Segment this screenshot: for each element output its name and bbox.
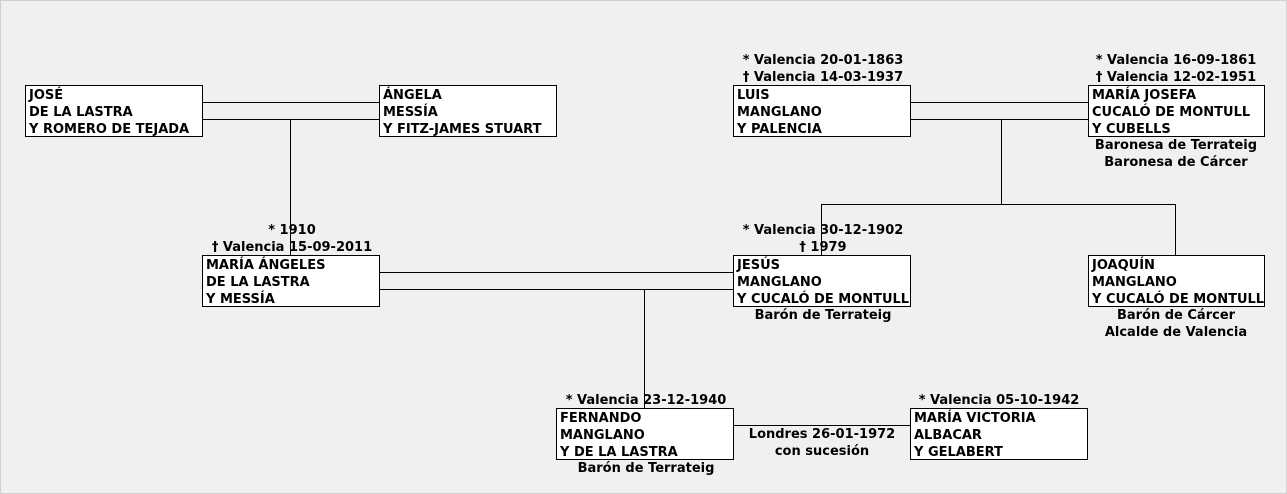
person-name-line: ALBACAR xyxy=(914,428,982,443)
person-name-line: MARÍA ÁNGELES xyxy=(206,258,326,273)
person-name-line: Y ROMERO DE TEJADA xyxy=(29,122,190,137)
death-jesus: † 1979 xyxy=(799,240,847,255)
birth-jesus: * Valencia 30-12-1902 xyxy=(742,223,904,238)
person-name-line: Y CUBELLS xyxy=(1092,122,1171,137)
person-box-fernando: FERNANDO MANGLANO Y DE LA LASTRA xyxy=(556,408,734,460)
death-maria-josefa: † Valencia 12-02-1951 xyxy=(1095,70,1257,85)
person-name-line: JOAQUÍN xyxy=(1092,258,1155,273)
marriage-note: con sucesión xyxy=(774,444,870,459)
person-name-line: MANGLANO xyxy=(737,275,822,290)
person-name-line: Y CUCALÓ DE MONTULL xyxy=(1092,292,1265,307)
marriage-place-date: Londres 26-01-1972 xyxy=(748,427,896,442)
birth-maria-angeles: * 1910 xyxy=(268,223,316,238)
person-box-jesus: JESÚS MANGLANO Y CUCALÓ DE MONTULL xyxy=(733,255,911,307)
person-name-line: Y MESSÍA xyxy=(206,292,275,307)
person-box-joaquin: JOAQUÍN MANGLANO Y CUCALÓ DE MONTULL xyxy=(1088,255,1265,307)
person-name-line: MANGLANO xyxy=(560,428,645,443)
person-name-line: FERNANDO xyxy=(560,411,642,426)
birth-maria-josefa: * Valencia 16-09-1861 xyxy=(1095,53,1257,68)
person-name-line: Y PALENCIA xyxy=(737,122,822,137)
person-name-line: Y DE LA LASTRA xyxy=(560,445,678,460)
person-box-angela: ÁNGELA MESSÍA Y FITZ-JAMES STUART xyxy=(379,85,557,137)
person-name-line: CUCALÓ DE MONTULL xyxy=(1092,105,1251,120)
person-name-line: LUIS xyxy=(737,88,770,103)
person-name-line: MESSÍA xyxy=(383,105,438,120)
person-name-line: Y CUCALÓ DE MONTULL xyxy=(737,292,910,307)
title-maria-josefa-1: Baronesa de Terrateig xyxy=(1094,138,1258,153)
title-maria-josefa-2: Baronesa de Cárcer xyxy=(1104,155,1248,170)
person-box-maria-angeles: MARÍA ÁNGELES DE LA LASTRA Y MESSÍA xyxy=(202,255,380,307)
person-box-maria-victoria: MARÍA VICTORIA ALBACAR Y GELABERT xyxy=(910,408,1088,460)
birth-maria-victoria: * Valencia 05-10-1942 xyxy=(918,393,1080,408)
death-luis: † Valencia 14-03-1937 xyxy=(742,70,904,85)
title-joaquin-2: Alcalde de Valencia xyxy=(1104,325,1248,340)
birth-fernando: * Valencia 23-12-1940 xyxy=(565,393,727,408)
person-name-line: MARÍA VICTORIA xyxy=(914,411,1036,426)
person-name-line: JOSÉ xyxy=(29,88,64,103)
title-jesus: Barón de Terrateig xyxy=(754,308,892,323)
person-box-luis: LUIS MANGLANO Y PALENCIA xyxy=(733,85,911,137)
person-name-line: JESÚS xyxy=(737,258,780,273)
title-fernando: Barón de Terrateig xyxy=(577,461,715,476)
title-joaquin-1: Barón de Cárcer xyxy=(1116,308,1236,323)
birth-luis: * Valencia 20-01-1863 xyxy=(742,53,904,68)
person-name-line: MARÍA JOSEFA xyxy=(1092,88,1197,103)
death-maria-angeles: † Valencia 15-09-2011 xyxy=(211,240,373,255)
person-box-jose: JOSÉ DE LA LASTRA Y ROMERO DE TEJADA xyxy=(25,85,203,137)
person-name-line: DE LA LASTRA xyxy=(206,275,310,290)
person-name-line: Y GELABERT xyxy=(914,445,1003,460)
person-name-line: Y FITZ-JAMES STUART xyxy=(383,122,542,137)
person-box-maria-josefa: MARÍA JOSEFA CUCALÓ DE MONTULL Y CUBELLS xyxy=(1088,85,1265,137)
person-name-line: ÁNGELA xyxy=(383,88,442,103)
person-name-line: MANGLANO xyxy=(1092,275,1177,290)
person-name-line: MANGLANO xyxy=(737,105,822,120)
person-name-line: DE LA LASTRA xyxy=(29,105,133,120)
